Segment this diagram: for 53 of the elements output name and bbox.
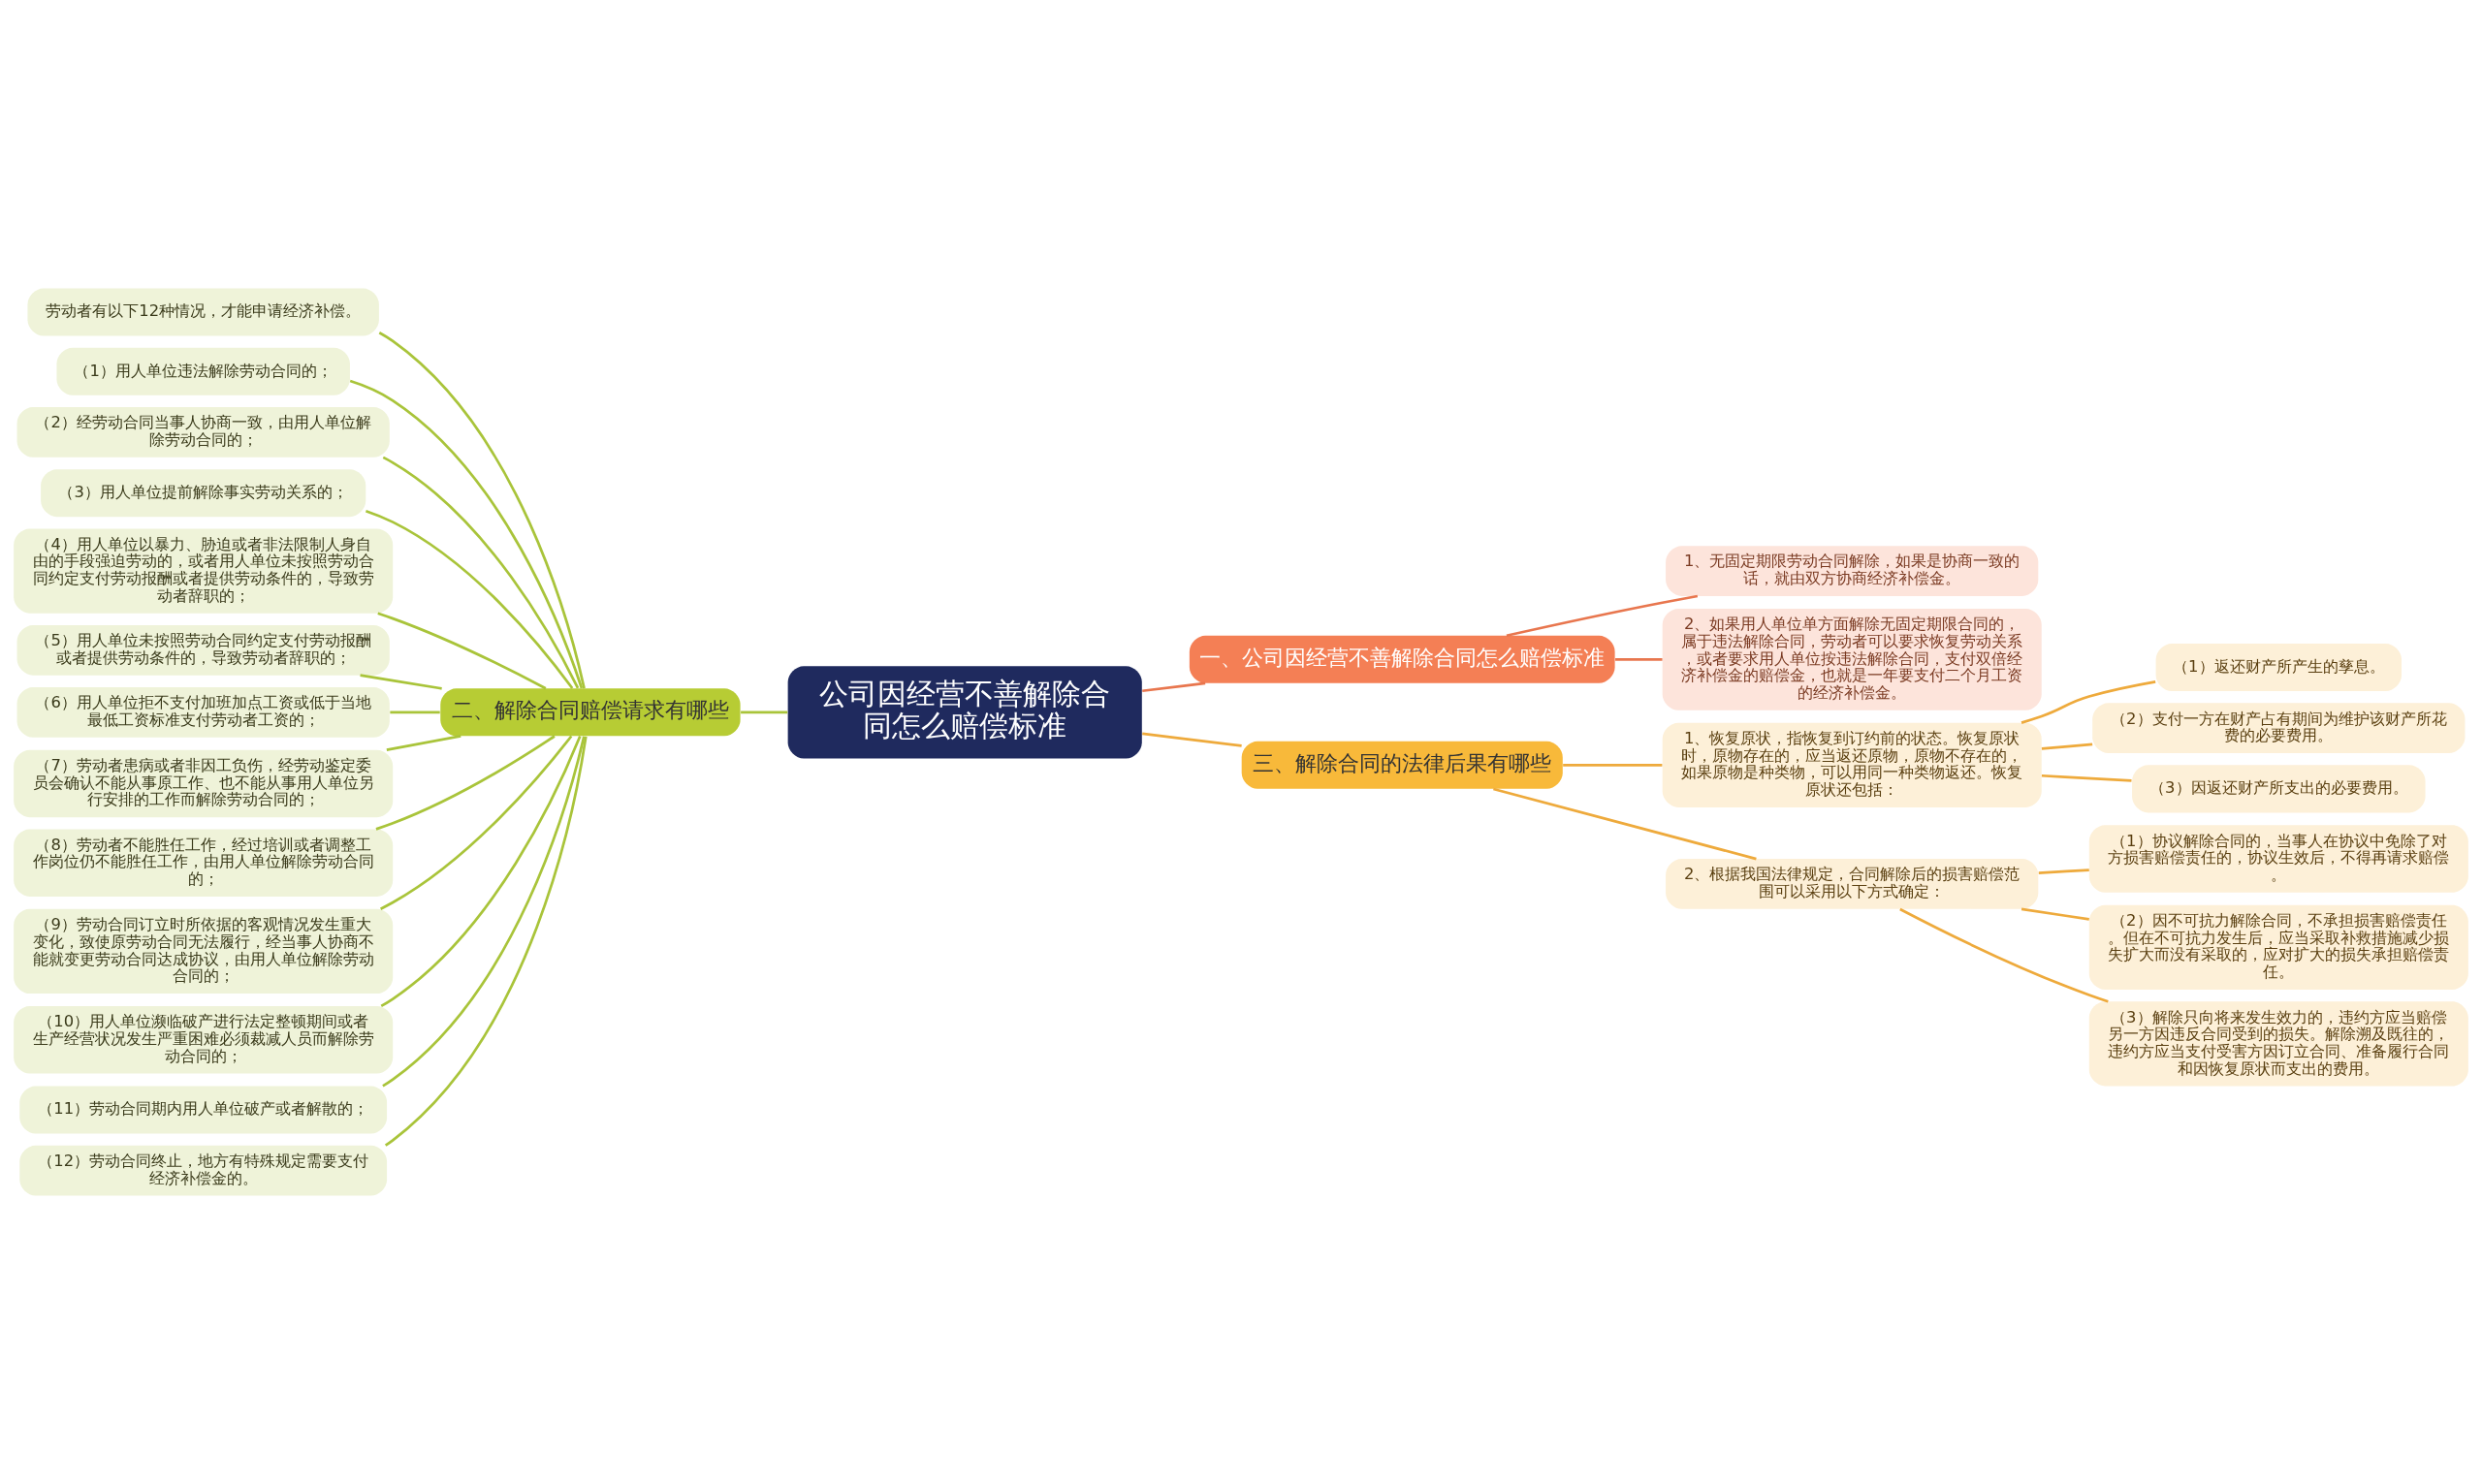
connector	[2041, 742, 2093, 750]
node-box: （6）用人单位拒不支付加班加点工资或低于当地最低工资标准支付劳动者工资的；	[16, 686, 390, 738]
connector	[386, 735, 461, 751]
node-box: （8）劳动者不能胜任工作，经过培训或者调整工作岗位仍不能胜任工作，由用人单位解除劳动合同的；	[14, 829, 394, 897]
node-box: （3）用人单位提前解除事实劳动关系的；	[41, 469, 366, 518]
node-box: （1）返还财产所产生的孳息。	[2155, 644, 2402, 692]
node-box: （7）劳动者患病或者非因工负伤，经劳动鉴定委员会确认不能从事原工作、也不能从事用人单位另行安排的工作而解除劳动合同的；	[14, 749, 394, 818]
connector	[1899, 907, 2109, 1003]
connector	[1142, 732, 1242, 747]
node-box: （2）支付一方在财产占有期间为维护该财产所花费的必要费用。	[2092, 703, 2466, 754]
node-box: 公司因经营不善解除合同怎么赔偿标准	[787, 666, 1142, 759]
node-box: 三、解除合同的法律后果有哪些	[1241, 741, 1563, 789]
connector	[375, 735, 556, 831]
connector	[1506, 594, 1699, 638]
connector	[380, 735, 573, 910]
connector	[390, 710, 440, 714]
node-box: （4）用人单位以暴力、胁迫或者非法限制人身自由的手段强迫劳动的，或者用人单位未按照劳动合同约定支付劳动报酬或者提供劳动条件的，导致劳动者辞职的；	[14, 528, 394, 614]
node-box: 1、无固定期限劳动合同解除，如果是协商一致的话，就由双方协商经济补偿金。	[1666, 546, 2039, 596]
connector	[2021, 680, 2156, 724]
connector	[2021, 907, 2089, 921]
node-box: （9）劳动合同订立时所依据的客观情况发生重大变化，致使原劳动合同无法履行，经当事人协商不能就变更劳动合同达成协议，由用人单位解除劳动合同的；	[14, 908, 394, 995]
connector	[384, 736, 588, 1147]
node-box: （2）因不可抗力解除合同，不承担损害赔偿责任。但在不可抗力发生后，应当采取补救措施减少损失扩大而没有采取的，应对扩大的损失承担赔偿责任。	[2088, 904, 2468, 990]
connector	[380, 735, 582, 1008]
node-box: （12）劳动合同终止，地方有特殊规定需要支付经济补偿金的。	[19, 1145, 388, 1196]
connector	[1563, 764, 1663, 767]
node-box: 2、根据我国法律规定，合同解除后的损害赔偿范围可以采用以下方式确定：	[1666, 859, 2039, 909]
node-box: 二、解除合同赔偿请求有哪些	[440, 688, 741, 737]
node-box: （3）解除只向将来发生效力的，违约方应当赔偿另一方因违反合同受到的损失。解除溯及既往的，违约方应当支付受害方因订立合同、准备履行合同和因恢复原状而支出的费用。	[2088, 1001, 2468, 1087]
node-box: （3）因返还财产所支出的必要费用。	[2132, 765, 2426, 813]
node-box: （1）用人单位违法解除劳动合同的；	[56, 347, 350, 395]
connector	[1142, 681, 1206, 693]
connector	[377, 612, 547, 690]
node-box: 2、如果用人单位单方面解除无固定期限合同的，属于违法解除合同，劳动者可以要求恢复劳动关系，或者要求用人单位按违法解除合同，支付双倍经济补偿金的赔偿金，也就是一年要支付二个月工资的经济补偿金。	[1662, 608, 2042, 710]
connector	[382, 736, 586, 1088]
node-box: 1、恢复原状，指恢复到订约前的状态。恢复原状时，原物存在的，应当返还原物，原物不存在的，如果原物是种类物，可以用同一种类物返还。恢复原状还包括：	[1662, 722, 2042, 807]
node-box: （2）经劳动合同当事人协商一致，由用人单位解除劳动合同的；	[16, 407, 390, 458]
connector	[360, 674, 442, 690]
connector	[2038, 868, 2089, 875]
connector	[378, 332, 586, 689]
node-box: 劳动者有以下12种情况，才能申请经济补偿。	[27, 288, 379, 336]
connector	[741, 710, 788, 714]
node-box: 一、公司因经营不善解除合同怎么赔偿标准	[1189, 635, 1615, 683]
node-box: （5）用人单位未按照劳动合同约定支付劳动报酬或者提供劳动条件的，导致劳动者辞职的；	[16, 624, 390, 676]
connector	[365, 509, 574, 689]
connector	[2041, 774, 2132, 782]
node-box: （11）劳动合同期内用人单位破产或者解散的；	[19, 1086, 388, 1134]
connector	[1615, 657, 1663, 661]
node-box: （10）用人单位濒临破产进行法定整顿期间或者生产经营状况发生严重困难必须裁减人员而解除劳动合同的；	[14, 1006, 394, 1074]
connector	[1493, 787, 1757, 861]
connector	[382, 456, 580, 689]
connector	[349, 379, 584, 689]
node-box: （1）协议解除合同的，当事人在协议中免除了对方损害赔偿责任的，协议生效后，不得再请求赔偿。	[2088, 825, 2468, 893]
